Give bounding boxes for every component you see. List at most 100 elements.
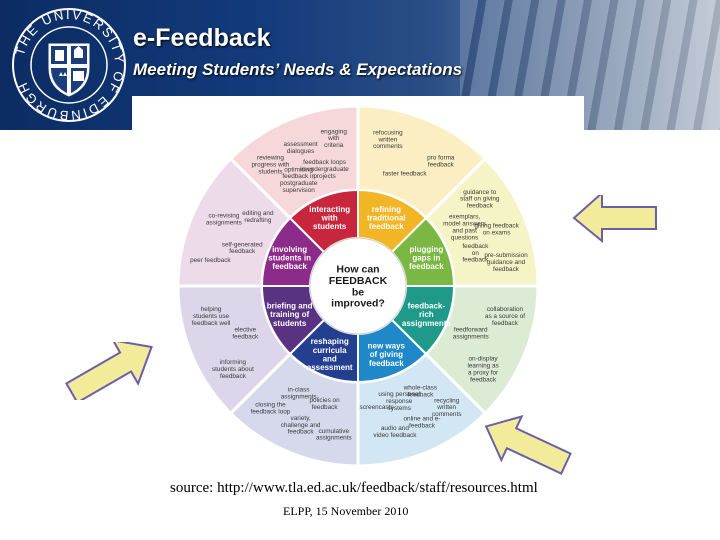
outer-item-label-line: elective [234, 326, 256, 333]
outer-item-label-line: peer feedback [190, 257, 231, 264]
outer-item-label-line: feedback [428, 162, 455, 169]
outer-item-label-line: model answers [443, 220, 486, 227]
outer-item-label-line: written [377, 136, 397, 143]
outer-item-label-line: helping [201, 306, 222, 313]
inner-segment-label-line: refining [372, 205, 401, 214]
outer-item-label-line: feedback [312, 404, 339, 411]
outer-item-label-line: a proxy for [468, 369, 499, 376]
outer-item-label-line: students use [193, 313, 230, 320]
outer-item-label-line: systems [388, 405, 411, 412]
outer-item-label-line: giving feedback [474, 222, 519, 229]
source-citation: source: http://www.tla.ed.ac.uk/feedback… [170, 480, 538, 496]
outer-item-label-line: co-revising [208, 213, 239, 220]
outer-item-label-line: policies on [309, 397, 340, 404]
outer-item-label-line: faster feedback [383, 171, 428, 178]
outer-item-label-line: feedback [407, 392, 434, 399]
outer-item-label-line: on [472, 250, 480, 257]
outer-item-label-line: feedforward [454, 326, 488, 333]
header-banner: THE UNIVERSITY OF EDINBURGH e-Feedback M… [0, 0, 720, 130]
outer-item-label-line: projects [313, 173, 335, 180]
inner-segment-label-line: new ways [368, 342, 406, 351]
outer-item-label-line: assignments [281, 393, 317, 400]
outer-item-label-line: informing [220, 359, 247, 366]
outer-item-label-line: collaboration [487, 306, 524, 313]
inner-segment-label-line: students [313, 222, 347, 231]
outer-item-label-line: as a source of [485, 313, 525, 320]
inner-segment-label-line: interacting [309, 205, 350, 214]
university-crest: THE UNIVERSITY OF EDINBURGH [10, 6, 128, 124]
outer-item-label-line: on-display [469, 356, 499, 363]
inner-segment-label-line: feedback- [408, 301, 446, 310]
outer-item-label: screencasts [360, 404, 394, 411]
outer-item-label-line: closing the [255, 402, 286, 409]
outer-item-label-line: feedback [470, 376, 497, 383]
outer-item-label-line: in-class [288, 386, 310, 393]
outer-item-label-line: with [327, 135, 340, 142]
inner-segment-label-line: rich [419, 310, 434, 319]
outer-item-label-line: feedback in [282, 173, 315, 180]
outer-item-label-line: screencasts [360, 404, 394, 411]
outer-item-label-line: engaging [321, 128, 348, 135]
outer-item-label-line: comments [373, 143, 402, 150]
outer-item-label-line: feedback [288, 429, 315, 436]
center-question-line: FEEDBACK [329, 275, 388, 287]
outer-item-label-line: recycling [434, 397, 460, 404]
outer-item-label-line: pre-submission [484, 252, 528, 259]
outer-item-label-line: assessment [284, 141, 318, 148]
outer-item-label-line: questions [451, 234, 478, 241]
inner-segment-label-line: assessment [307, 363, 353, 372]
outer-item-label-line: refocusing [373, 129, 403, 136]
outer-item-label-line: written [436, 404, 456, 411]
arrow-bottom-pointing-up-left [484, 415, 572, 475]
outer-item-label-line: feedback well [192, 320, 231, 327]
outer-item-label-line: cumulative [318, 428, 349, 435]
inner-segment-label-line: reshaping [311, 337, 349, 346]
outer-item-label-line: assignments [206, 219, 242, 226]
inner-segment-label-line: training of [270, 310, 309, 319]
outer-item-label-line: and past [452, 227, 477, 234]
inner-segment-label-line: curricula [313, 346, 347, 355]
center-question-line: be [352, 286, 364, 298]
outer-item-label-line: students about [212, 366, 254, 373]
outer-item-label-line: reviewing [257, 155, 284, 162]
outer-item-label-line: guidance to [463, 189, 496, 196]
outer-item-label: online and e-feedback [404, 415, 441, 429]
inner-segment-label-line: and [323, 354, 337, 363]
outer-item-label-line: feedback [493, 266, 520, 273]
outer-item-label-line: staff on giving [460, 196, 500, 203]
footer-date: ELPP, 15 November 2010 [283, 504, 409, 518]
outer-item-label-line: supervision [283, 187, 316, 194]
outer-item-label-line: redrafting [244, 217, 271, 224]
outer-item-label-line: postgraduate [280, 180, 318, 187]
outer-item-label-line: online and e- [404, 415, 441, 422]
inner-segment-label-line: students [273, 319, 307, 328]
outer-item-label-line: learning as [467, 363, 498, 370]
outer-item-label-line: feedback [229, 248, 256, 255]
outer-item-label-line: criteria [324, 142, 344, 149]
slide-subtitle: Meeting Students’ Needs & Expectations [133, 60, 463, 79]
outer-item-label-line: self-generated [222, 241, 263, 248]
